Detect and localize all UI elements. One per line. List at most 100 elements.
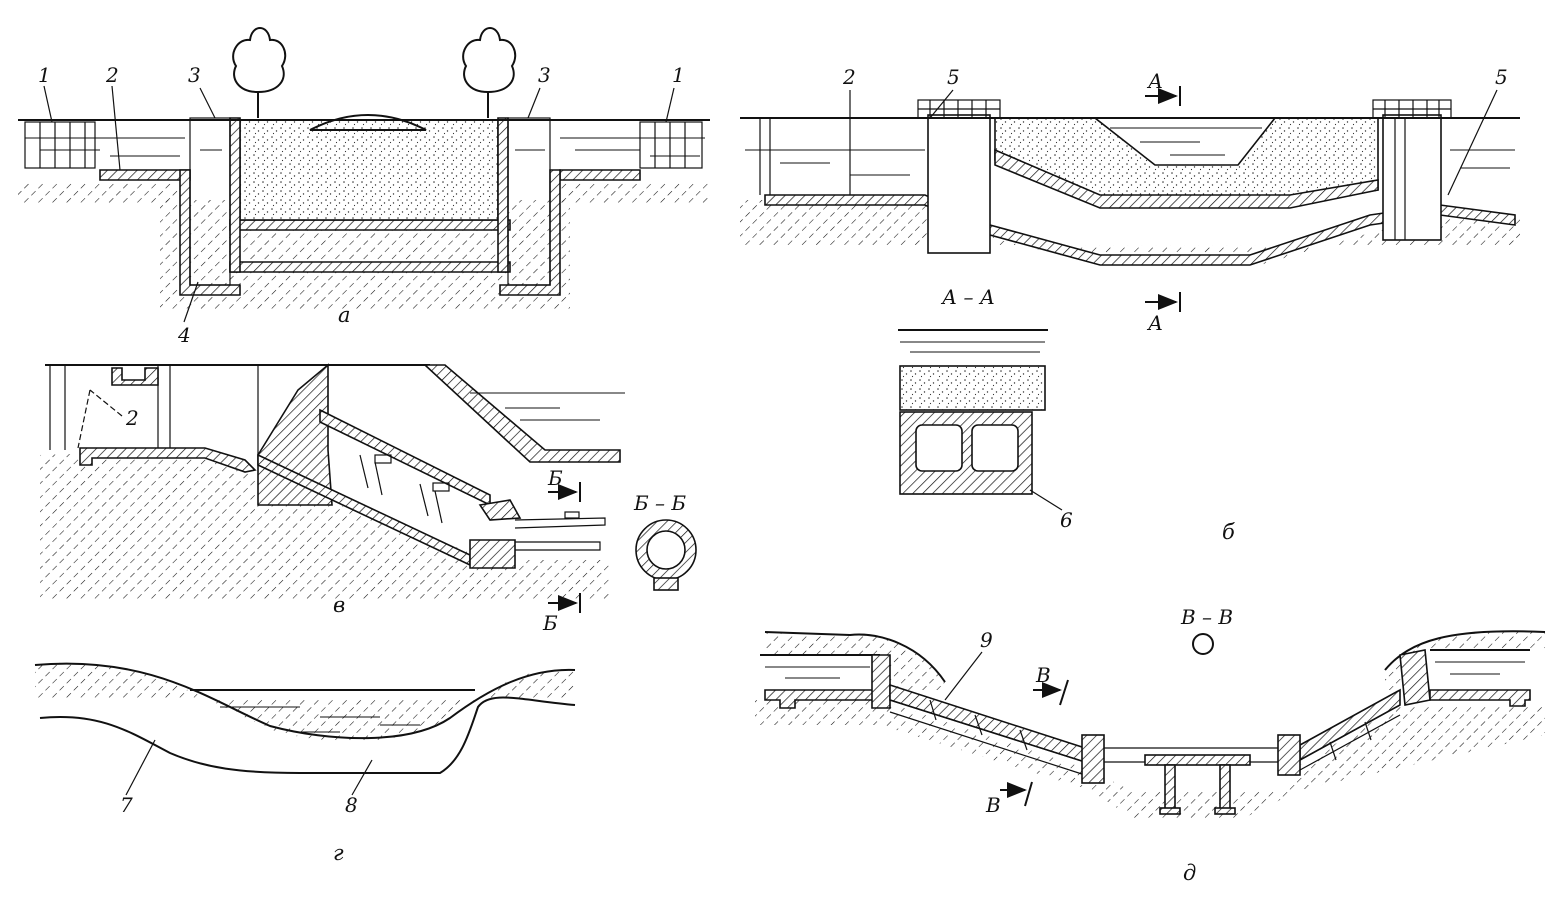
section-label-v-top: В xyxy=(1035,663,1051,687)
section-mark-b-bottom: Б xyxy=(542,593,581,635)
section-title-b-b: Б – Б xyxy=(633,491,686,515)
section-title-v-v: В – В xyxy=(1180,605,1233,629)
canal-floor-right xyxy=(1429,689,1531,707)
culvert-roof xyxy=(229,219,511,231)
shaft-right xyxy=(507,117,551,286)
leader-b-6 xyxy=(1029,489,1063,511)
panel-v: 2 Б Б Б – Б в xyxy=(40,363,697,635)
pier-lines-b xyxy=(759,118,1406,240)
piles-d xyxy=(1159,764,1236,815)
ground-d xyxy=(755,700,1545,820)
arch-bridge xyxy=(309,114,427,131)
callout-b-5-right: 5 xyxy=(1495,65,1508,89)
outlet-pipe-v xyxy=(514,517,606,551)
siphon-right-pipe xyxy=(1299,704,1401,771)
leaders-g xyxy=(125,739,373,796)
section-label-a-top: А xyxy=(1146,69,1163,93)
callout-v-2: 2 xyxy=(125,406,139,430)
tree-left xyxy=(232,27,287,118)
callout-b-2: 2 xyxy=(842,65,856,89)
water-g xyxy=(220,706,420,733)
tree-right xyxy=(462,27,517,118)
leaders-b xyxy=(849,89,1498,196)
anchor-block-right xyxy=(1277,734,1301,776)
siphon-joints-d xyxy=(929,699,1372,761)
section-label-v-bottom: В xyxy=(985,793,1001,817)
embankment-fill-left xyxy=(765,632,945,690)
section-mark-a-top: А xyxy=(1145,69,1181,106)
tower-left xyxy=(927,114,991,254)
arch-b xyxy=(994,148,1379,209)
callout-a-3-left: 3 xyxy=(188,63,201,87)
dam-slope-v xyxy=(422,364,621,463)
section-mark-v-bottom: В xyxy=(985,781,1033,817)
section-a-a-drawing xyxy=(898,329,1048,495)
water-b xyxy=(745,149,1515,176)
outlet-flange-v xyxy=(564,511,580,519)
section-mark-b-top: Б xyxy=(547,466,581,502)
railing-right xyxy=(639,121,703,169)
headwork-floor xyxy=(79,447,257,473)
anchor-block-left xyxy=(1081,734,1105,784)
caption-g: г xyxy=(333,841,344,865)
outlet-cap-v xyxy=(478,499,522,521)
bridge-beam-d xyxy=(1144,754,1251,766)
panel-d: 9 В В В – В д xyxy=(755,605,1546,885)
tower-right xyxy=(1382,114,1442,241)
ground-a-left xyxy=(18,183,188,205)
head-block-left xyxy=(871,654,891,709)
bank-wall-right xyxy=(559,169,641,181)
conduit-top-v xyxy=(319,408,491,507)
ground-line-g xyxy=(34,662,576,740)
railing-left xyxy=(24,121,96,169)
water-d-left xyxy=(765,666,870,679)
section-label-b-top: Б xyxy=(547,466,563,490)
caption-v: в xyxy=(333,593,345,617)
gate-block-v xyxy=(111,367,159,386)
section-mark-v-top: В xyxy=(1033,663,1069,706)
leader-d-9 xyxy=(944,651,983,701)
section-v-v-pipe xyxy=(1192,633,1214,655)
section-title-a-a: А – А xyxy=(940,285,995,309)
trough-water xyxy=(1110,127,1262,156)
section-b-b-pipe xyxy=(635,519,697,591)
callout-d-9: 9 xyxy=(980,628,993,652)
caption-a: а xyxy=(338,303,351,327)
water-v xyxy=(470,392,625,421)
leaders-a xyxy=(43,85,675,323)
callout-g-7: 7 xyxy=(120,793,133,817)
panel-g: 7 8 г xyxy=(34,662,576,865)
culvert-floor xyxy=(229,261,511,273)
siphon-left-pipe xyxy=(889,699,1086,776)
ground-a-right xyxy=(560,183,710,205)
callout-a-3-right: 3 xyxy=(538,63,551,87)
fill-block xyxy=(239,119,499,221)
bank-wall-left xyxy=(99,169,191,181)
conduit-joints-v xyxy=(359,454,450,524)
callout-g-8: 8 xyxy=(345,793,358,817)
callout-a-4: 4 xyxy=(177,323,191,347)
shaft-left xyxy=(189,117,231,286)
shaft-wall-r xyxy=(497,117,509,273)
outlet-block-v xyxy=(469,539,516,569)
river-bed-g xyxy=(39,696,576,774)
callout-a-2: 2 xyxy=(105,63,119,87)
callout-a-1-left: 1 xyxy=(38,63,51,87)
caption-d: д xyxy=(1183,861,1196,885)
shaft-wall-l xyxy=(229,117,241,273)
section-label-a-bottom: А xyxy=(1146,311,1163,335)
caption-b: б xyxy=(1222,520,1235,544)
panel-a: 1 2 3 3 1 4 а xyxy=(18,27,710,347)
callout-b-6: 6 xyxy=(1060,508,1073,532)
leader-v-2 xyxy=(89,389,123,417)
panel-b: 2 5 5 А А А – А xyxy=(740,65,1520,544)
head-block-right xyxy=(1399,649,1431,706)
ground-g xyxy=(35,662,575,742)
water-d-right xyxy=(1435,661,1525,675)
section-label-b-bottom: Б xyxy=(542,611,558,635)
callout-a-1-right: 1 xyxy=(672,63,685,87)
leader-v-2b xyxy=(77,389,91,449)
section-mark-a-bottom: А xyxy=(1145,292,1181,335)
